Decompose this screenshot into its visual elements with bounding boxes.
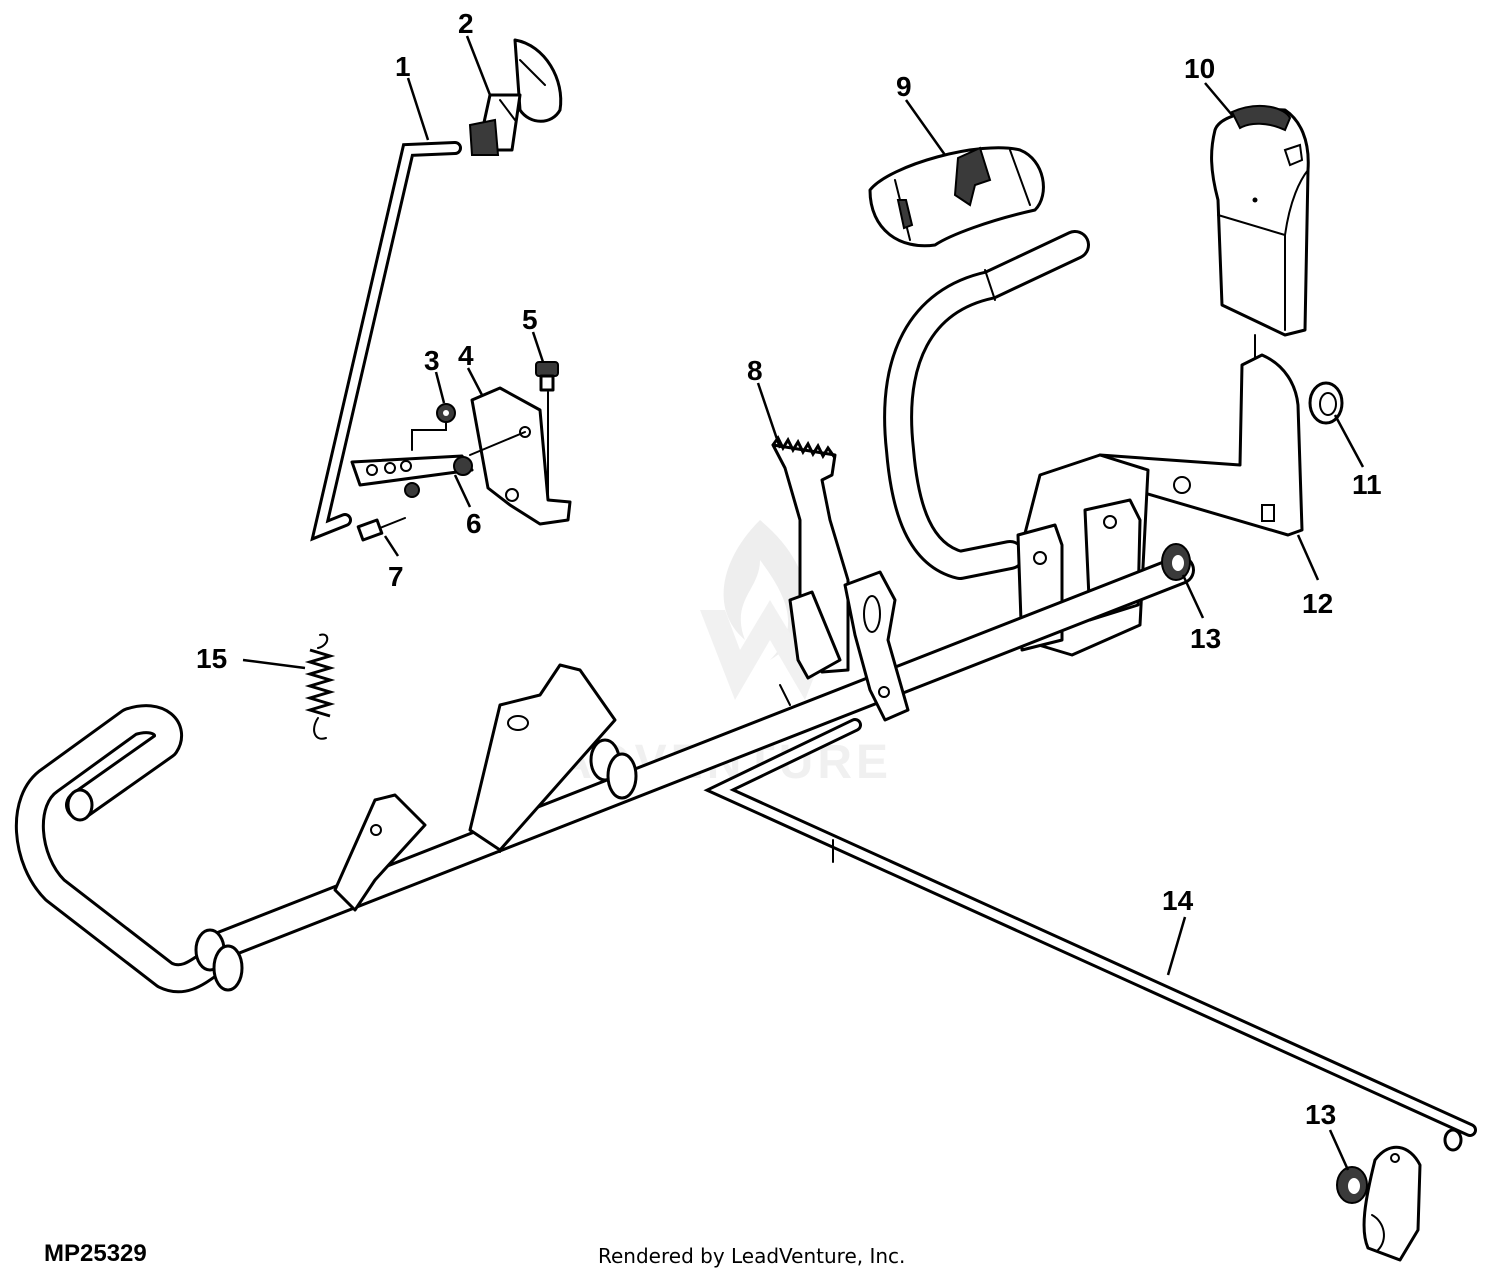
part-15-spring: [304, 633, 336, 740]
callout-1: 1: [395, 51, 411, 82]
callouts: 1 2 3 4 5 6 7 8 9 10 11 12 13 13 14 15: [196, 8, 1382, 1130]
left-hook-tube: [15, 704, 230, 994]
callout-2: 2: [458, 8, 474, 39]
part-5-bolt: [535, 361, 559, 501]
part-4-bracket: [469, 386, 572, 526]
callout-15: 15: [196, 643, 227, 674]
part-3-nut: [411, 403, 456, 451]
callout-13-upper: 13: [1190, 623, 1221, 654]
lift-rod-clip: [1362, 1145, 1422, 1262]
part-14-lift-rod: [703, 718, 1477, 1152]
part-8-ratchet: [771, 435, 910, 722]
callout-14: 14: [1162, 885, 1194, 916]
callout-6: 6: [466, 508, 482, 539]
part-13-nut-upper: [1161, 543, 1191, 581]
callout-3: 3: [424, 345, 440, 376]
part-7-bolt: [356, 517, 406, 542]
callout-12: 12: [1302, 588, 1333, 619]
shaft-bracket-left: [333, 793, 427, 912]
part-13-nut-lower: [1336, 1166, 1368, 1204]
part-2-latch: [468, 38, 563, 156]
part-11-washer: [1308, 381, 1344, 425]
part-9-pedal-pad: [868, 146, 1045, 248]
callout-7: 7: [388, 561, 404, 592]
pedal-arm-tube: [883, 230, 1090, 580]
callout-5: 5: [522, 304, 538, 335]
shaft-bracket-mid: [468, 663, 617, 852]
render-credit: Rendered by LeadVenture, Inc.: [598, 1244, 906, 1268]
callout-11: 11: [1352, 469, 1382, 500]
callout-9: 9: [896, 71, 912, 102]
callout-10: 10: [1184, 53, 1215, 84]
part-1-rod: [310, 141, 462, 542]
part-10-lever-handle: [1210, 105, 1310, 337]
part-6-link: [350, 454, 474, 498]
leader-lines: [242, 35, 1365, 1171]
callout-13-lower: 13: [1305, 1099, 1336, 1130]
shaft-washers: [194, 738, 638, 992]
figure-id: MP25329: [44, 1240, 147, 1267]
callout-8: 8: [747, 355, 763, 386]
callout-4: 4: [458, 340, 474, 371]
